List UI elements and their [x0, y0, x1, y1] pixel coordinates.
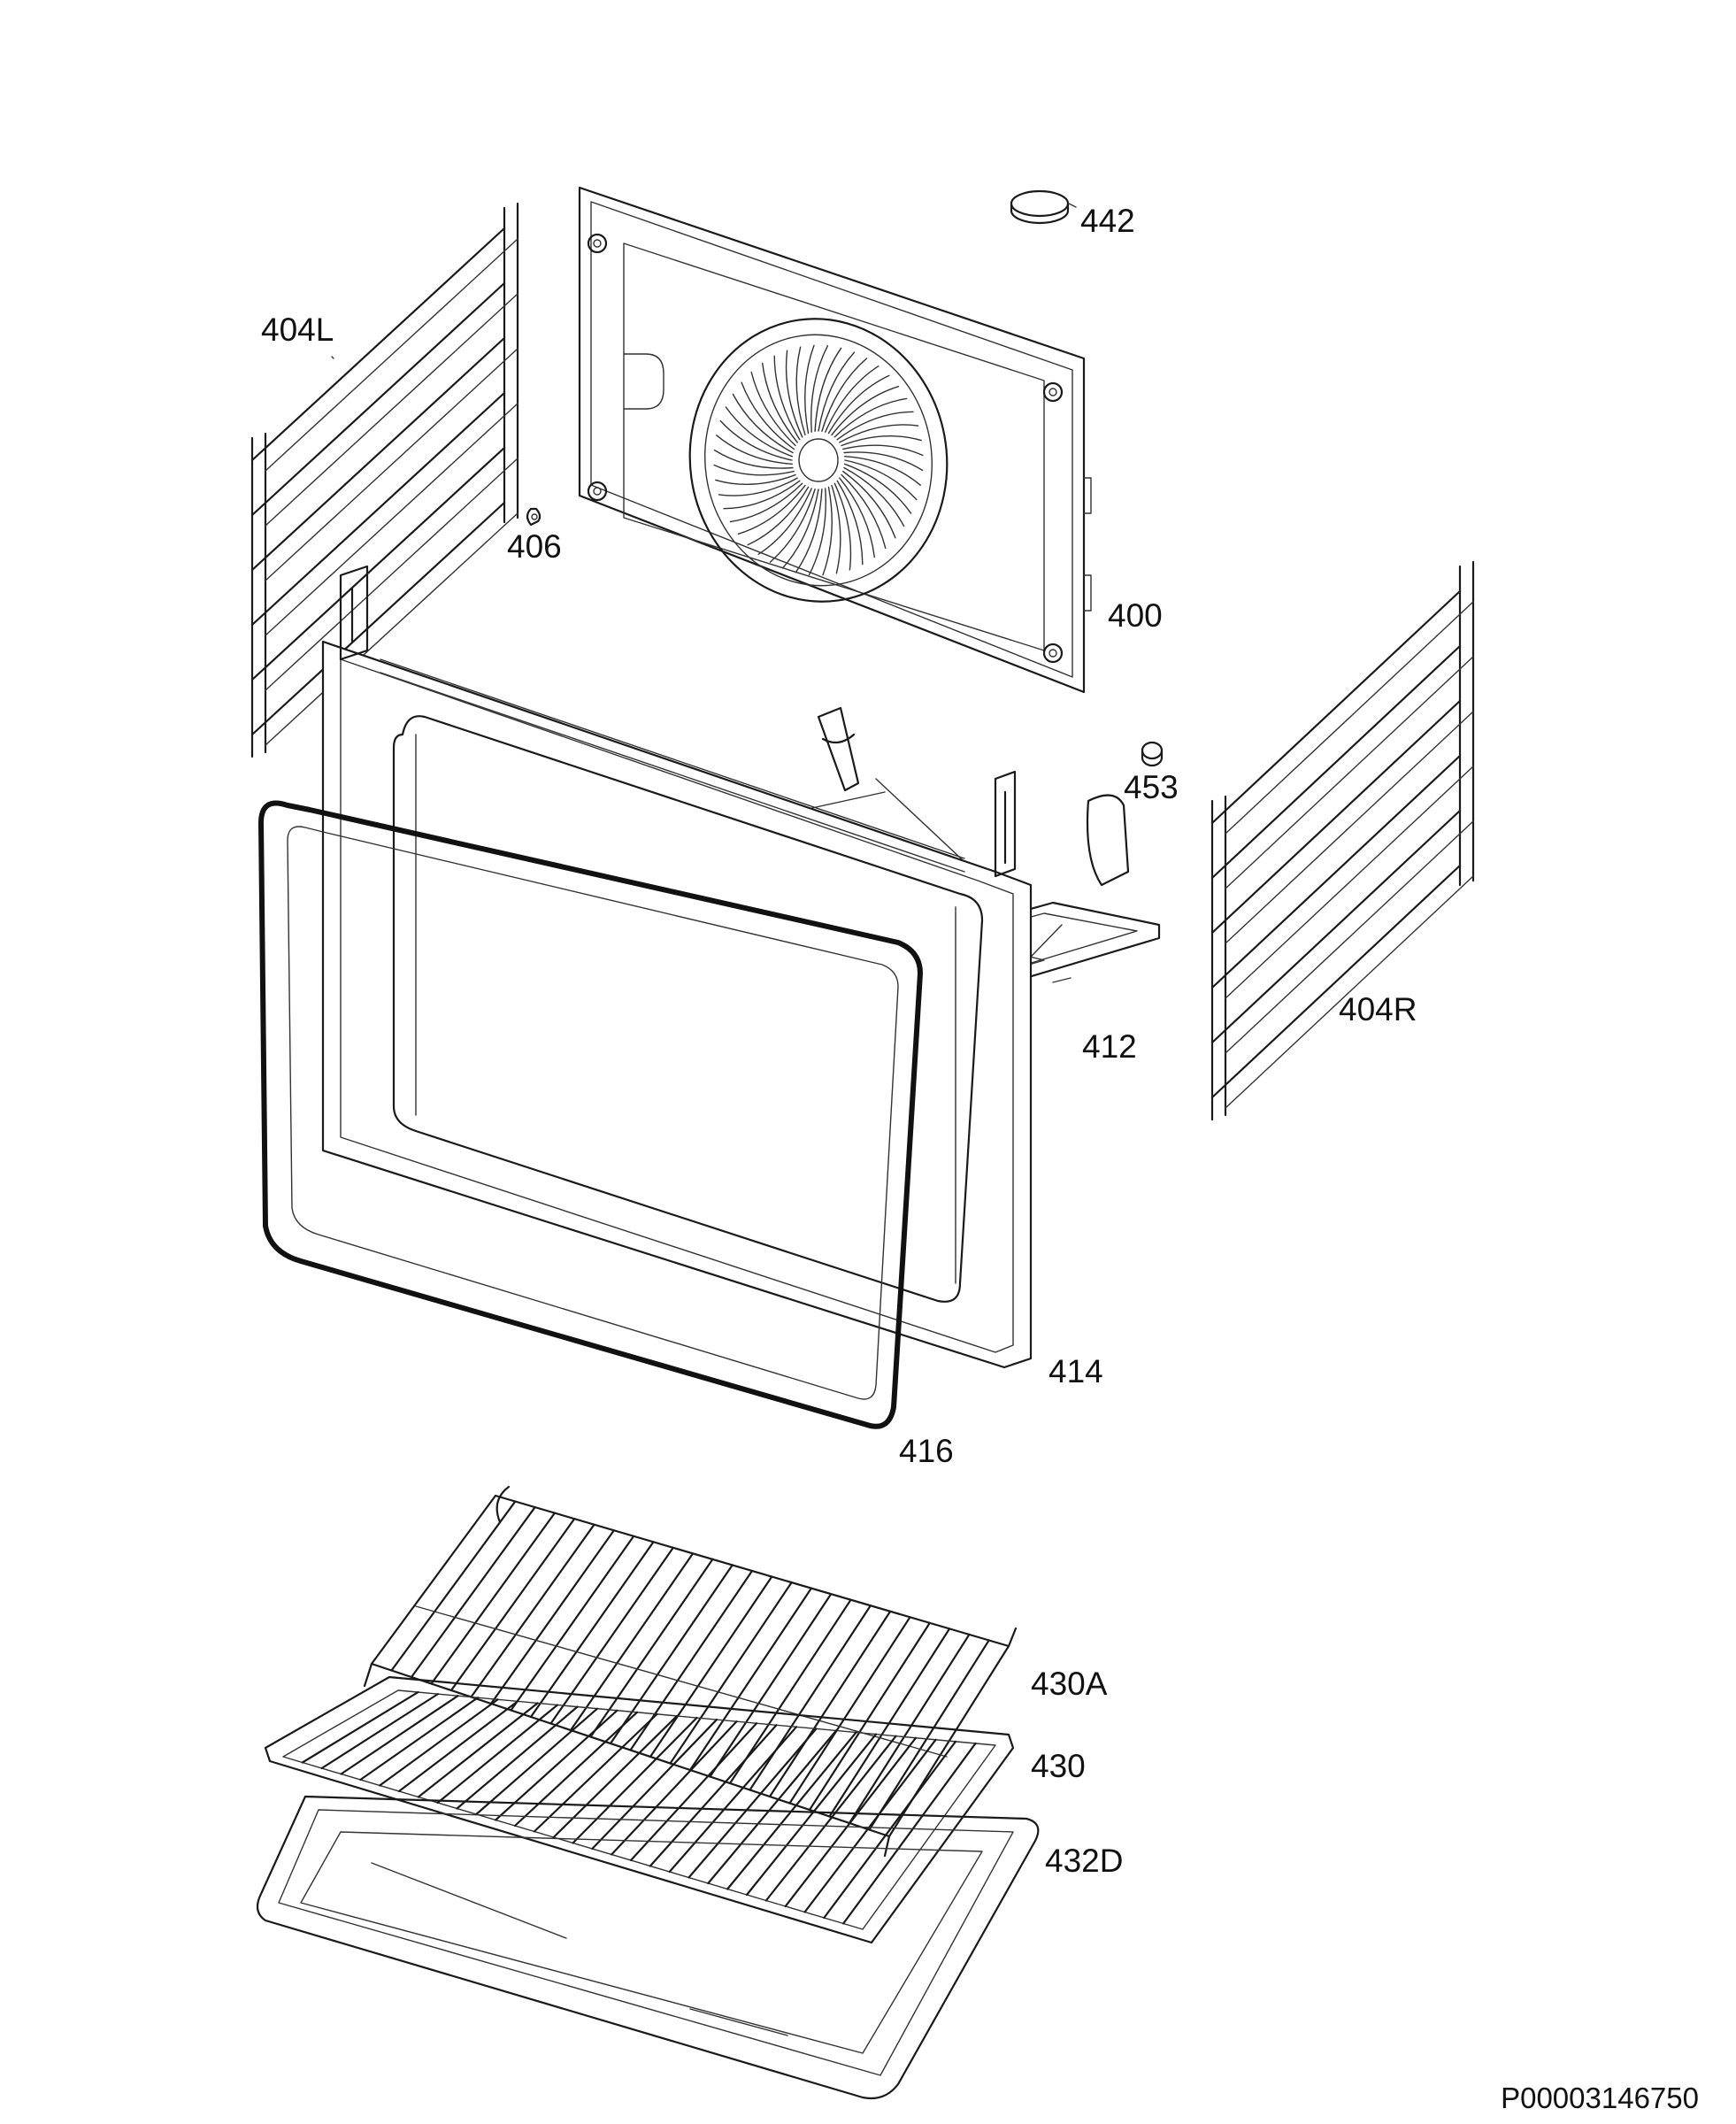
callout-430A: 430A	[1031, 1666, 1108, 1702]
part-430-grill-grid	[264, 1675, 1015, 1944]
part-430A-wire-rack	[363, 1485, 1018, 1858]
callout-404L: 404L	[261, 312, 334, 348]
callout-416: 416	[899, 1433, 954, 1469]
callout-432D: 432D	[1045, 1843, 1123, 1879]
leader-lines	[331, 203, 1077, 359]
callout-453: 453	[1124, 769, 1179, 805]
part-404R-right-shelf-runner	[1210, 560, 1475, 1121]
callout-412: 412	[1082, 1028, 1137, 1065]
part-416-door-seal	[258, 800, 923, 1429]
part-414-oven-liner-frame	[321, 565, 1033, 1369]
callout-404R: 404R	[1339, 991, 1417, 1027]
part-404L-left-shelf-runner	[250, 202, 519, 758]
part-442-cap	[1010, 189, 1070, 225]
callout-442: 442	[1080, 203, 1135, 239]
callout-400: 400	[1108, 597, 1163, 634]
part-406-clip	[526, 507, 542, 527]
callout-414: 414	[1049, 1353, 1103, 1389]
part-400-back-panel	[578, 186, 1092, 694]
callout-406: 406	[507, 528, 562, 565]
part-453-plug	[1141, 741, 1164, 767]
callout-430: 430	[1031, 1748, 1086, 1784]
document-id: P00003146750	[1501, 2082, 1699, 2114]
part-432D-baking-tray	[256, 1795, 1040, 2100]
